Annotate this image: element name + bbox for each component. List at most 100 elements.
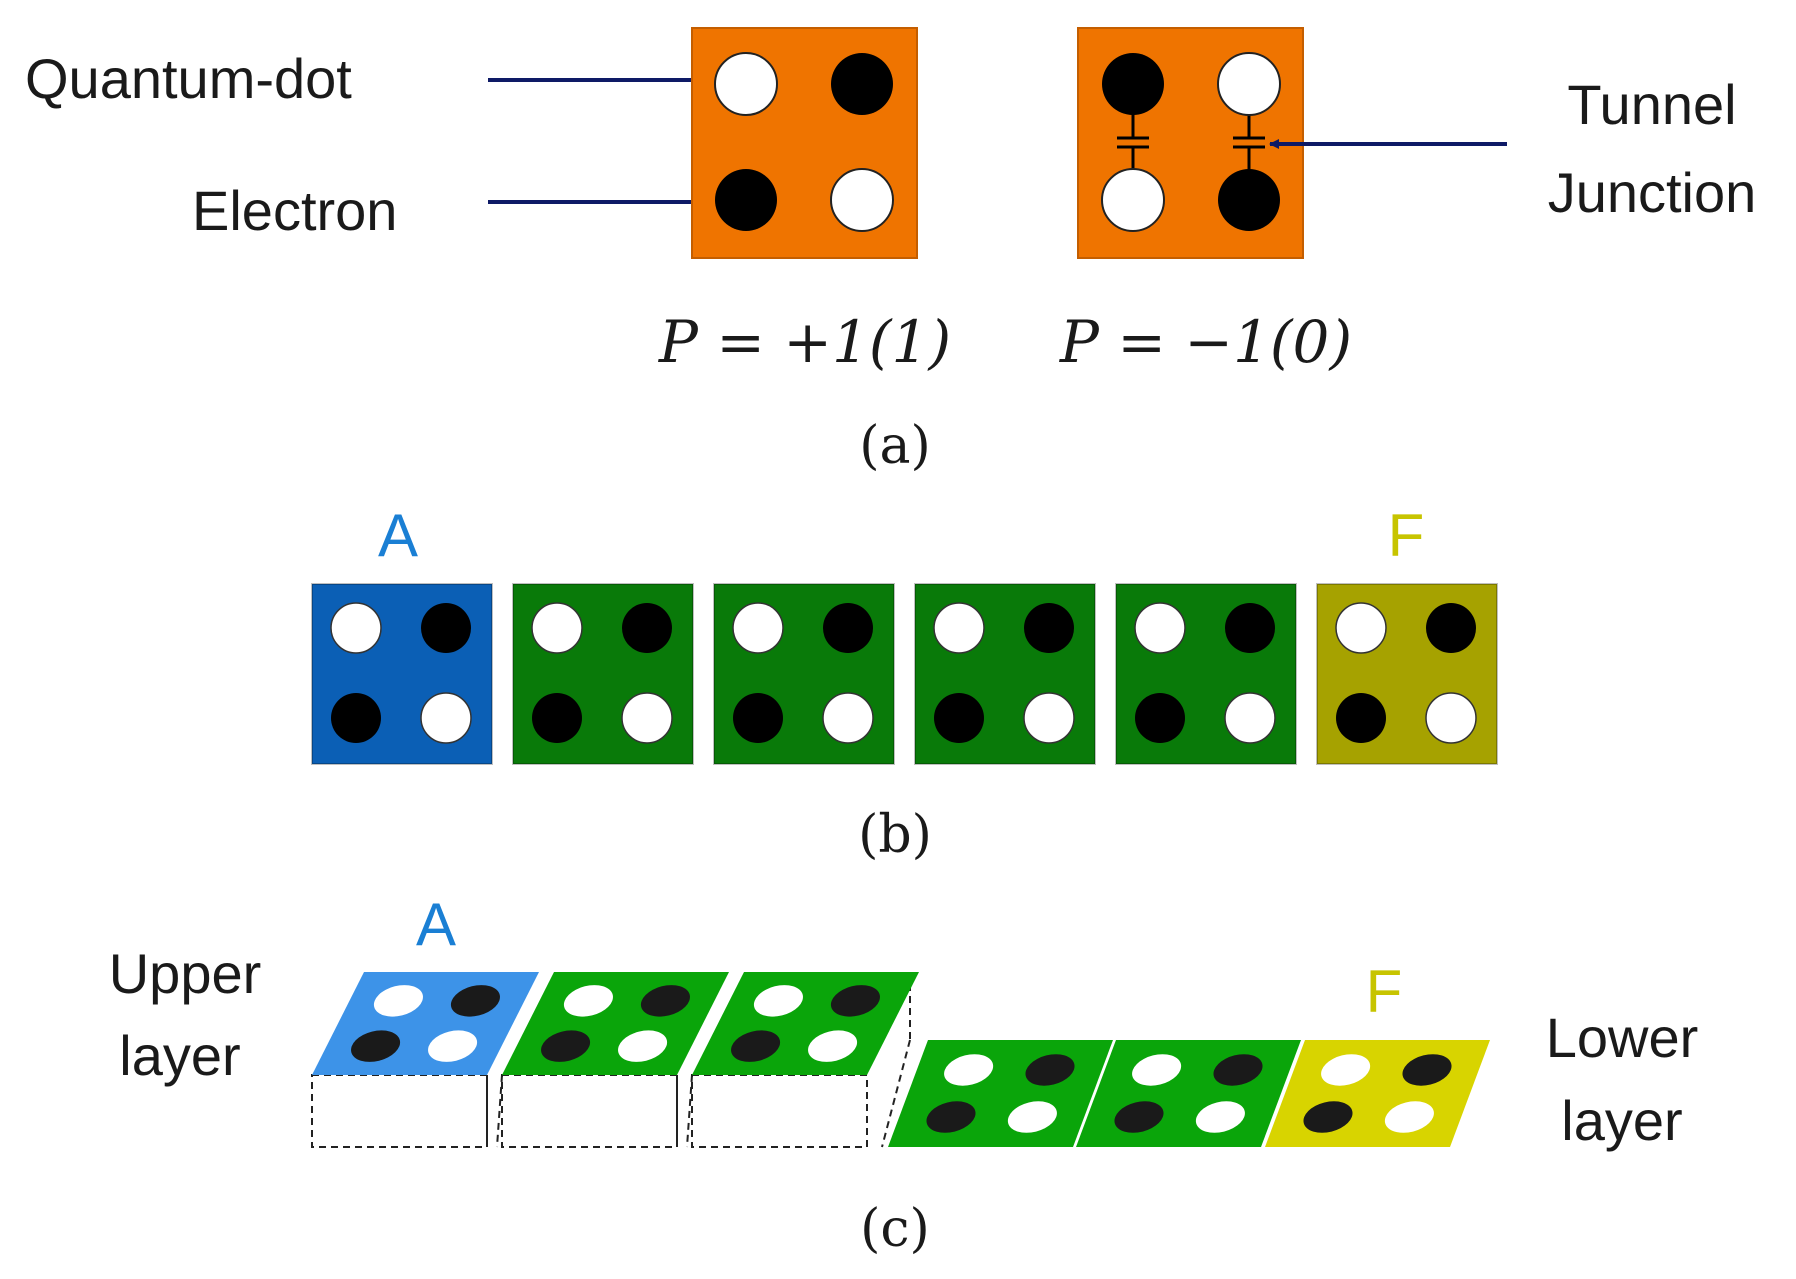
electron-dot (1025, 1054, 1075, 1086)
quantum-dot-empty (732, 602, 784, 654)
quantum-dot-empty (618, 1030, 668, 1062)
quantum-dot-empty (531, 602, 583, 654)
qca-cell-3d-upper-wire (502, 972, 729, 1075)
layer-support-outline (311, 1074, 488, 1148)
quantum-dot-empty (1321, 1054, 1371, 1086)
output-f-label: F (1388, 502, 1425, 569)
electron-dot (1102, 53, 1164, 115)
layer-via-outline (496, 1074, 503, 1148)
lower-layer-label-line2: layer (1561, 1089, 1682, 1152)
quantum-dot-empty (808, 1030, 858, 1062)
electron-dot (733, 693, 783, 743)
quantum-dot-empty (1224, 692, 1276, 744)
electron-dot (1218, 169, 1280, 231)
electron-dot (1426, 603, 1476, 653)
electron-dot (421, 603, 471, 653)
upper-layer-label-line2: layer (119, 1024, 240, 1087)
qca-cell-p-minus-1 (1077, 27, 1304, 259)
electron-dot (450, 985, 500, 1017)
quantum-dot-empty (563, 985, 613, 1017)
electron-dot (830, 985, 880, 1017)
quantum-dot-empty (1007, 1101, 1057, 1133)
caption-b: (b) (858, 805, 932, 865)
quantum-dot-empty (428, 1030, 478, 1062)
quantum-dot-empty (1132, 1054, 1182, 1086)
electron-dot (1114, 1101, 1164, 1133)
electron-dot (640, 985, 690, 1017)
panel-a: Quantum-dot Electron (25, 27, 1757, 476)
quantum-dot-empty (621, 692, 673, 744)
electron-dot (331, 693, 381, 743)
qca-cell-p-plus-1 (691, 27, 918, 259)
panel-b: A F (b) (311, 502, 1498, 865)
qca-cell-3d-lower-output (1265, 1040, 1490, 1147)
qca-cell-wire (713, 583, 895, 765)
qca-cell-output (1316, 583, 1498, 765)
qca-cell-wire (914, 583, 1096, 765)
qca-cell-wire (1115, 583, 1297, 765)
quantum-dot-empty (1134, 602, 1186, 654)
electron-dot (1402, 1054, 1452, 1086)
output-f-label-3d: F (1366, 958, 1403, 1025)
qca-cell-3d-lower-wire (1076, 1040, 1301, 1147)
electron-dot (351, 1030, 401, 1062)
qca-wire-multilayer (311, 972, 1490, 1148)
caption-c: (c) (860, 1199, 930, 1259)
electron-dot (731, 1030, 781, 1062)
electron-dot (1135, 693, 1185, 743)
electron-dot (1024, 603, 1074, 653)
polarization-plus-label: P = +1(1) (658, 308, 951, 376)
tunnel-junction-right (1233, 114, 1265, 170)
quantum-dot-empty (933, 602, 985, 654)
electron-dot (1336, 693, 1386, 743)
quantum-dot-empty (1217, 52, 1281, 116)
electron-dot (934, 693, 984, 743)
quantum-dot-empty (420, 692, 472, 744)
quantum-dot-empty (944, 1054, 994, 1086)
quantum-dot-label: Quantum-dot (25, 47, 352, 110)
qca-cell-3d-upper-wire (692, 972, 919, 1075)
quantum-dot-empty (714, 52, 778, 116)
qca-cell-input (311, 583, 493, 765)
caption-a: (a) (859, 416, 931, 476)
qca-wire-straight (311, 583, 1498, 765)
layer-via-outline (881, 1039, 911, 1148)
quantum-dot-empty (330, 602, 382, 654)
electron-dot (715, 169, 777, 231)
quantum-dot-empty (753, 985, 803, 1017)
quantum-dot-empty (822, 692, 874, 744)
lower-layer-label-line1: Lower (1546, 1006, 1699, 1069)
quantum-dot-empty (1023, 692, 1075, 744)
electron-dot (541, 1030, 591, 1062)
quantum-dot-empty (830, 168, 894, 232)
tunnel-junction-left (1117, 114, 1149, 170)
input-a-label: A (378, 502, 418, 569)
layer-support-outline (501, 1074, 678, 1148)
electron-dot (532, 693, 582, 743)
electron-dot (823, 603, 873, 653)
electron-dot (1225, 603, 1275, 653)
polarization-minus-label: P = −1(0) (1059, 308, 1352, 376)
electron-label: Electron (192, 179, 397, 242)
layer-support-outline (691, 1074, 868, 1148)
quantum-dot-empty (1101, 168, 1165, 232)
quantum-dot-empty (373, 985, 423, 1017)
layer-via-outline (686, 1074, 693, 1148)
input-a-label-3d: A (416, 891, 456, 958)
electron-dot (831, 53, 893, 115)
electron-dot (926, 1101, 976, 1133)
panel-c: A F Upper layer Lower layer (c) (109, 891, 1699, 1259)
quantum-dot-empty (1425, 692, 1477, 744)
qca-cell-3d-lower-wire (888, 1040, 1113, 1147)
upper-layer-label-line1: Upper (109, 942, 262, 1005)
quantum-dot-empty (1384, 1101, 1434, 1133)
tunnel-label-line2: Junction (1548, 161, 1757, 224)
quantum-dot-empty (1195, 1101, 1245, 1133)
tunnel-label-line1: Tunnel (1567, 73, 1736, 136)
electron-dot (1213, 1054, 1263, 1086)
qca-cell-wire (512, 583, 694, 765)
electron-dot (1303, 1101, 1353, 1133)
quantum-dot-empty (1335, 602, 1387, 654)
qca-cell-3d-upper-input (312, 972, 539, 1075)
